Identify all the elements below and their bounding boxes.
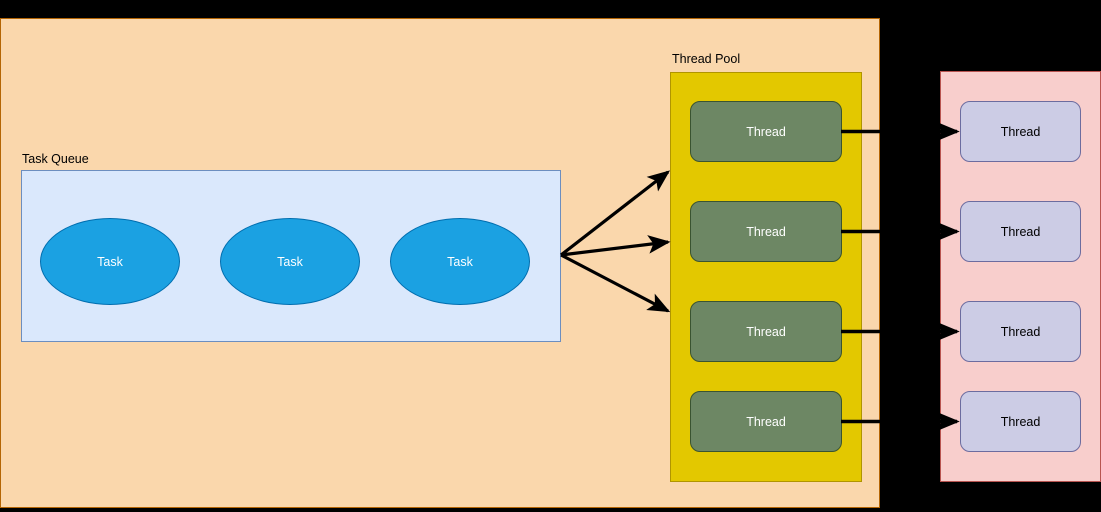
worker-thread-label: Thread: [1000, 124, 1041, 139]
task-node[interactable]: Task: [390, 218, 530, 305]
pool-thread-label: Thread: [746, 414, 786, 429]
task-node-label: Task: [447, 254, 473, 269]
pool-thread-node[interactable]: Thread: [690, 301, 842, 362]
pool-thread-label: Thread: [746, 324, 786, 339]
worker-thread-node[interactable]: Thread: [960, 391, 1081, 452]
worker-thread-node[interactable]: Thread: [960, 101, 1081, 162]
worker-thread-label: Thread: [1000, 414, 1041, 429]
pool-thread-label: Thread: [746, 124, 786, 139]
worker-thread-label: Thread: [1000, 224, 1041, 239]
pool-thread-node[interactable]: Thread: [690, 391, 842, 452]
task-node[interactable]: Task: [40, 218, 180, 305]
worker-thread-label: Thread: [1000, 324, 1041, 339]
pool-thread-node[interactable]: Thread: [690, 101, 842, 162]
worker-thread-node[interactable]: Thread: [960, 201, 1081, 262]
task-node-label: Task: [97, 254, 123, 269]
task-queue-label: Task Queue: [22, 152, 89, 166]
task-node[interactable]: Task: [220, 218, 360, 305]
pool-thread-label: Thread: [746, 224, 786, 239]
thread-pool-label: Thread Pool: [672, 52, 741, 66]
worker-thread-node[interactable]: Thread: [960, 301, 1081, 362]
task-node-label: Task: [277, 254, 303, 269]
pool-thread-node[interactable]: Thread: [690, 201, 842, 262]
